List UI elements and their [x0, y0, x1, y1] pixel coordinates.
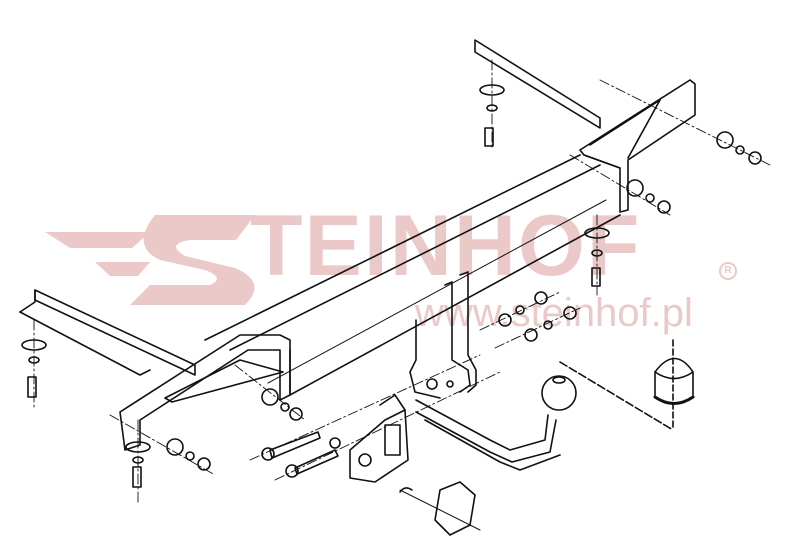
socket-connector: [399, 481, 481, 536]
right-mounting-bracket: [474, 39, 696, 213]
watermark-url: www.steinhof.pl: [415, 291, 693, 335]
main-crossbar: [204, 154, 621, 396]
tow-ball-neck: [415, 375, 577, 471]
washers-and-nuts: [21, 84, 762, 471]
bolts: [27, 127, 601, 488]
registered-mark-icon: R: [719, 262, 737, 280]
left-mounting-bracket: [19, 289, 291, 451]
center-hitch-plates: [409, 271, 477, 399]
ball-cover-cap: [559, 339, 695, 431]
electrical-socket-plate: [349, 394, 409, 483]
assembly-axis-lines: [33, 59, 771, 506]
